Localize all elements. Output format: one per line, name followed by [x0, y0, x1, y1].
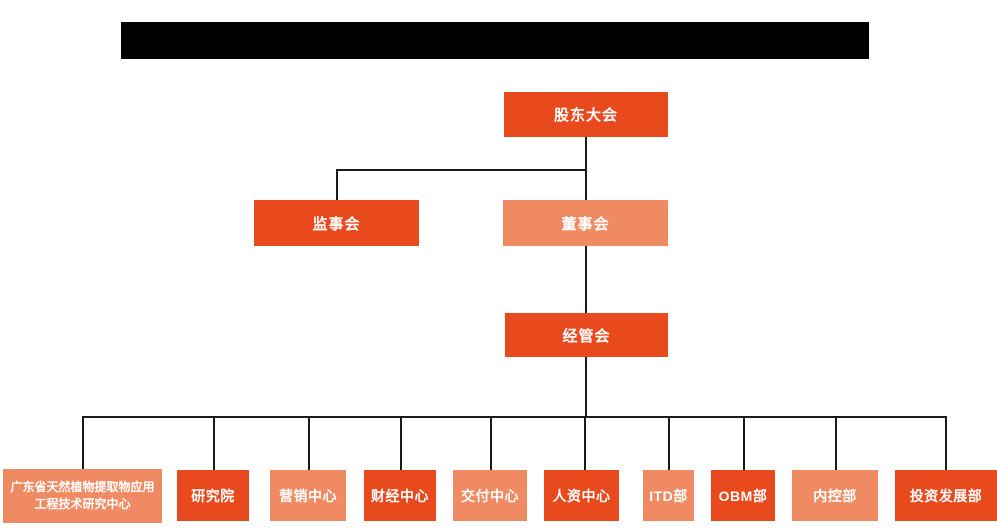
connector-line — [336, 169, 587, 171]
connector-line — [82, 416, 947, 418]
connector-line — [743, 416, 745, 470]
node-dept-delivery-center: 交付中心 — [453, 470, 527, 521]
connector-line — [945, 416, 947, 470]
connector-line — [835, 416, 837, 470]
connector-line — [585, 246, 587, 313]
connector-line — [336, 169, 338, 200]
node-dept-obm: OBM部 — [711, 470, 775, 521]
node-dept-investment-development: 投资发展部 — [895, 470, 997, 521]
connector-line — [585, 137, 587, 200]
connector-line — [668, 416, 670, 470]
node-shareholders-meeting: 股东大会 — [504, 92, 668, 137]
connector-line — [82, 416, 84, 469]
node-board-of-directors: 董事会 — [503, 200, 668, 246]
node-dept-finance-center: 财经中心 — [364, 470, 436, 521]
node-dept-marketing-center: 营销中心 — [270, 470, 346, 521]
node-dept-research-institute: 研究院 — [177, 470, 249, 521]
connector-line — [584, 416, 586, 470]
redacted-title-bar — [121, 22, 869, 59]
node-dept-research-center: 广东省天然植物提取物应用工程技术研究中心 — [3, 469, 162, 523]
node-supervisory-board: 监事会 — [254, 200, 419, 246]
connector-line — [585, 357, 587, 417]
connector-line — [490, 416, 492, 470]
node-dept-hr-center: 人资中心 — [544, 470, 619, 521]
node-dept-internal-control: 内控部 — [792, 470, 878, 521]
connector-line — [400, 416, 402, 470]
connector-line — [213, 416, 215, 470]
node-management-committee: 经管会 — [505, 313, 668, 357]
node-dept-itd: ITD部 — [643, 470, 694, 521]
connector-line — [308, 416, 310, 470]
